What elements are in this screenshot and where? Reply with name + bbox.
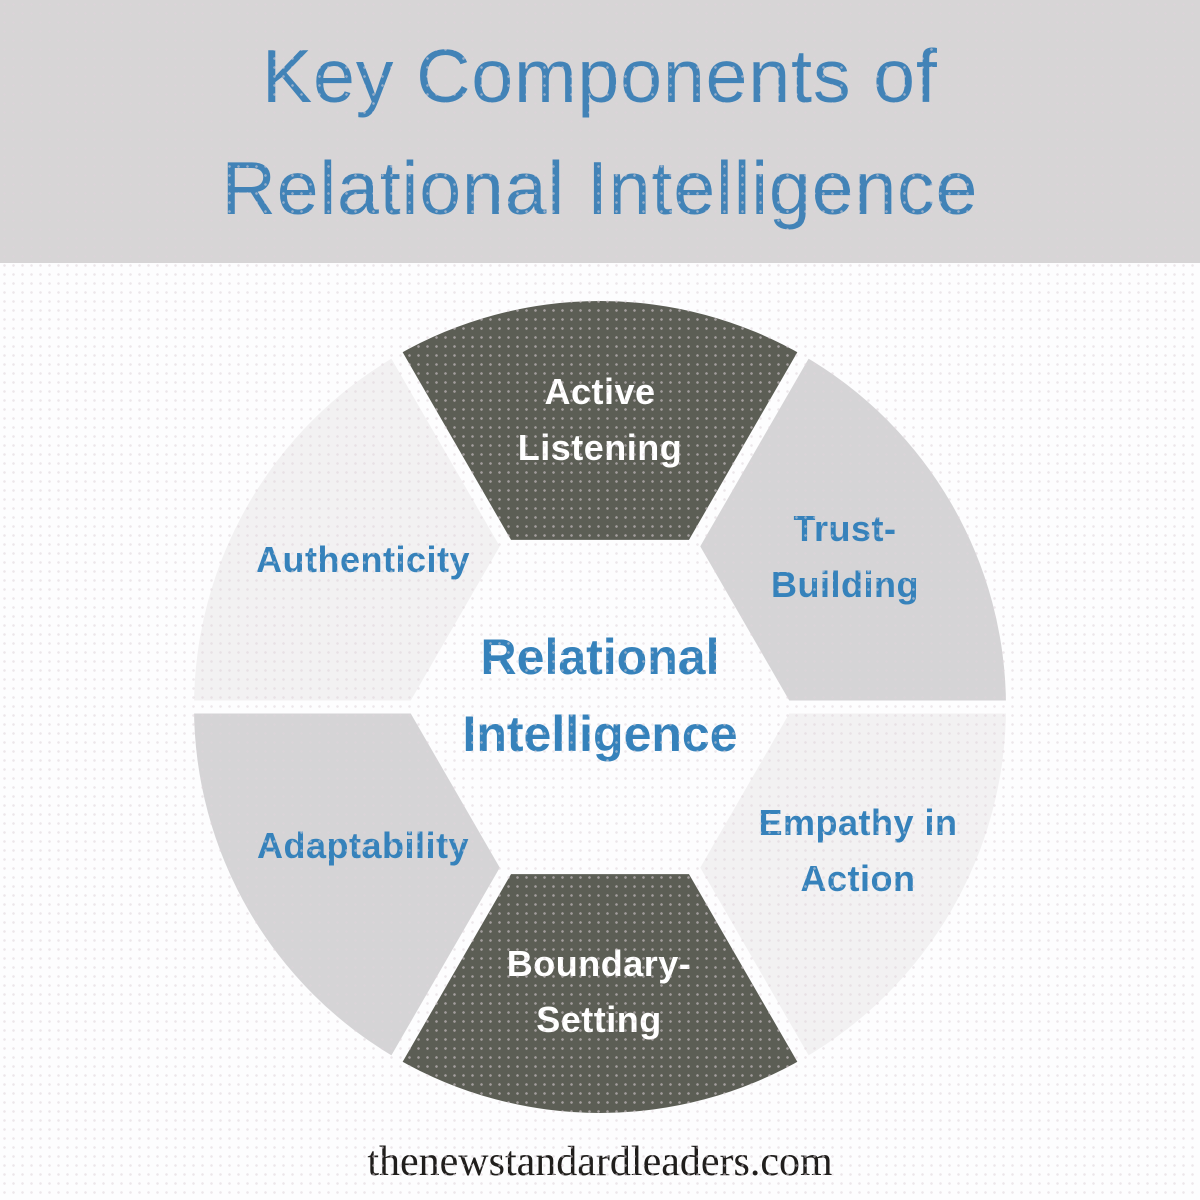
website-url: thenewstandardleaders.com [367, 1139, 833, 1185]
label-empathy-in-action: Empathy in Action [758, 795, 957, 907]
label-empathy-in-action-line1: Empathy in [758, 802, 958, 843]
label-empathy-in-action-line2: Action [800, 858, 916, 899]
label-trust-building: Trust- Building [771, 501, 919, 613]
wheel-center-title: Relational Intelligence [462, 619, 737, 773]
label-boundary-setting-line2: Setting [536, 999, 662, 1040]
label-active-listening-line2: Listening [517, 427, 683, 468]
label-active-listening-line1: Active [544, 371, 656, 412]
label-boundary-setting: Boundary- Setting [507, 936, 692, 1048]
label-trust-building-line2: Building [771, 564, 919, 605]
label-authenticity: Authenticity [255, 539, 471, 580]
label-trust-building-line1: Trust- [793, 508, 897, 549]
label-adaptability: Adaptability [256, 825, 470, 866]
label-active-listening: Active Listening [518, 364, 683, 476]
wheel-center-title-line1: Relational [480, 629, 720, 685]
label-boundary-setting-line1: Boundary- [506, 943, 692, 984]
wheel-center-title-line2: Intelligence [462, 706, 738, 762]
